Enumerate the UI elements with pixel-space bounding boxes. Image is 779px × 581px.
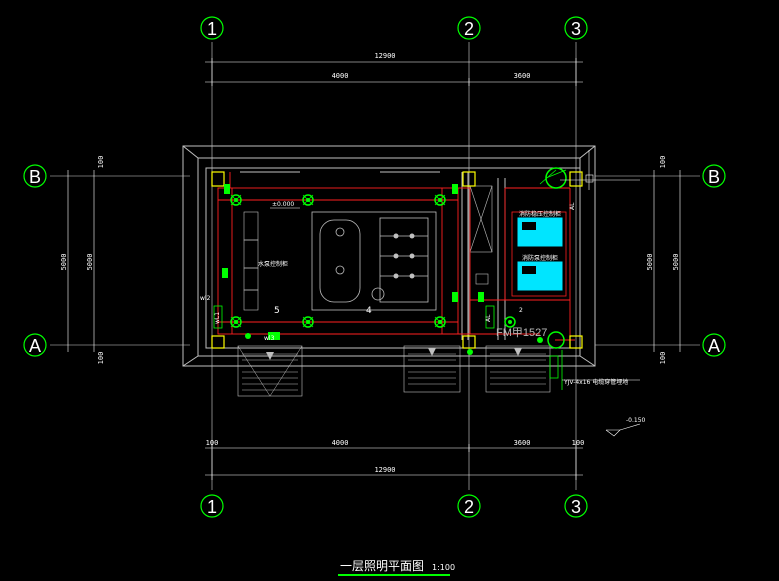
dim-top-total: 12900: [374, 52, 395, 60]
feeder-marker: [560, 150, 640, 381]
step-arrows: [266, 348, 522, 360]
drawing-scale: 1:100: [432, 563, 455, 572]
right-dimensions: [653, 170, 681, 352]
dim-bottom-seg2: 3600: [514, 439, 531, 447]
circuit-wl1: wL1: [214, 312, 221, 324]
elevation-top: ±0.000: [272, 201, 294, 208]
dim-bottom-total: 12900: [374, 466, 395, 474]
elevation-bottom: -0.150: [626, 417, 646, 424]
dim-right-bottom: 100: [659, 352, 667, 365]
structural-columns: [211, 171, 583, 349]
axis-label-2-bottom: 2: [464, 497, 474, 517]
top-dimensions: [205, 58, 583, 86]
fire-control-cabinets: [511, 211, 567, 297]
axis-grid-lines: [50, 42, 700, 490]
dim-left-top: 100: [97, 156, 105, 169]
switches-emergency: [222, 184, 543, 355]
distribution-boxes: [213, 169, 567, 390]
bottom-dimensions: [205, 444, 583, 480]
dim-left-mid-outer: 5000: [60, 254, 68, 271]
circuit-number-2: 2: [519, 307, 523, 314]
circuit-number-4: 4: [366, 306, 372, 316]
dim-left-bottom: 100: [97, 352, 105, 365]
dim-top-seg1: 4000: [332, 72, 349, 80]
axis-label-3-bottom: 3: [571, 497, 581, 517]
lighting-wiring: [217, 172, 575, 341]
circuit-wl3: wl3: [264, 335, 275, 342]
dim-bottom-seg1: 4000: [332, 439, 349, 447]
exterior-steps: [237, 345, 551, 397]
axis-label-2-top: 2: [464, 19, 474, 39]
dim-bottom-right-edge: 100: [572, 439, 585, 447]
axis-label-1-top: 1: [207, 19, 217, 39]
elevation-marks: [270, 207, 641, 437]
axis-label-b-right: B: [708, 167, 720, 187]
al-label: AL: [569, 202, 576, 210]
cabinet-b-label: 消防泵控制柜: [522, 254, 558, 262]
step-treads: [237, 345, 546, 397]
axis-label-3-top: 3: [571, 19, 581, 39]
drawing-title: 一层照明平面图: [340, 559, 424, 573]
al2-label: AL: [485, 314, 492, 322]
pump-dots: [393, 233, 415, 279]
feeder-note: YJV-4x16 电缆穿管埋地: [563, 378, 628, 386]
circuit-number-5: 5: [274, 306, 280, 316]
door-tag: FM甲1527: [496, 327, 547, 339]
dim-bottom-left-edge: 100: [206, 439, 219, 447]
dim-right-mid-outer: 5000: [672, 254, 680, 271]
axis-bubbles: [23, 16, 726, 518]
axis-label-b-left: B: [29, 167, 41, 187]
cabinet-a-label: 消防稳压控制柜: [519, 210, 561, 218]
axis-label-a-right: A: [708, 336, 720, 356]
fixture-cross-lines: [230, 194, 446, 328]
ceiling-lights: [230, 167, 567, 349]
dim-left-mid-inner: 5000: [86, 254, 94, 271]
water-tank-equipment: [311, 211, 437, 311]
axis-label-a-left: A: [29, 336, 41, 356]
dim-right-mid-inner: 5000: [646, 254, 654, 271]
axis-label-1-bottom: 1: [207, 497, 217, 517]
dim-right-top: 100: [659, 156, 667, 169]
circuit-wl2: wl2: [200, 295, 211, 302]
dim-top-seg2: 3600: [514, 72, 531, 80]
left-dimensions: [67, 170, 95, 352]
panel-note: 水泵控制柜: [258, 260, 288, 268]
